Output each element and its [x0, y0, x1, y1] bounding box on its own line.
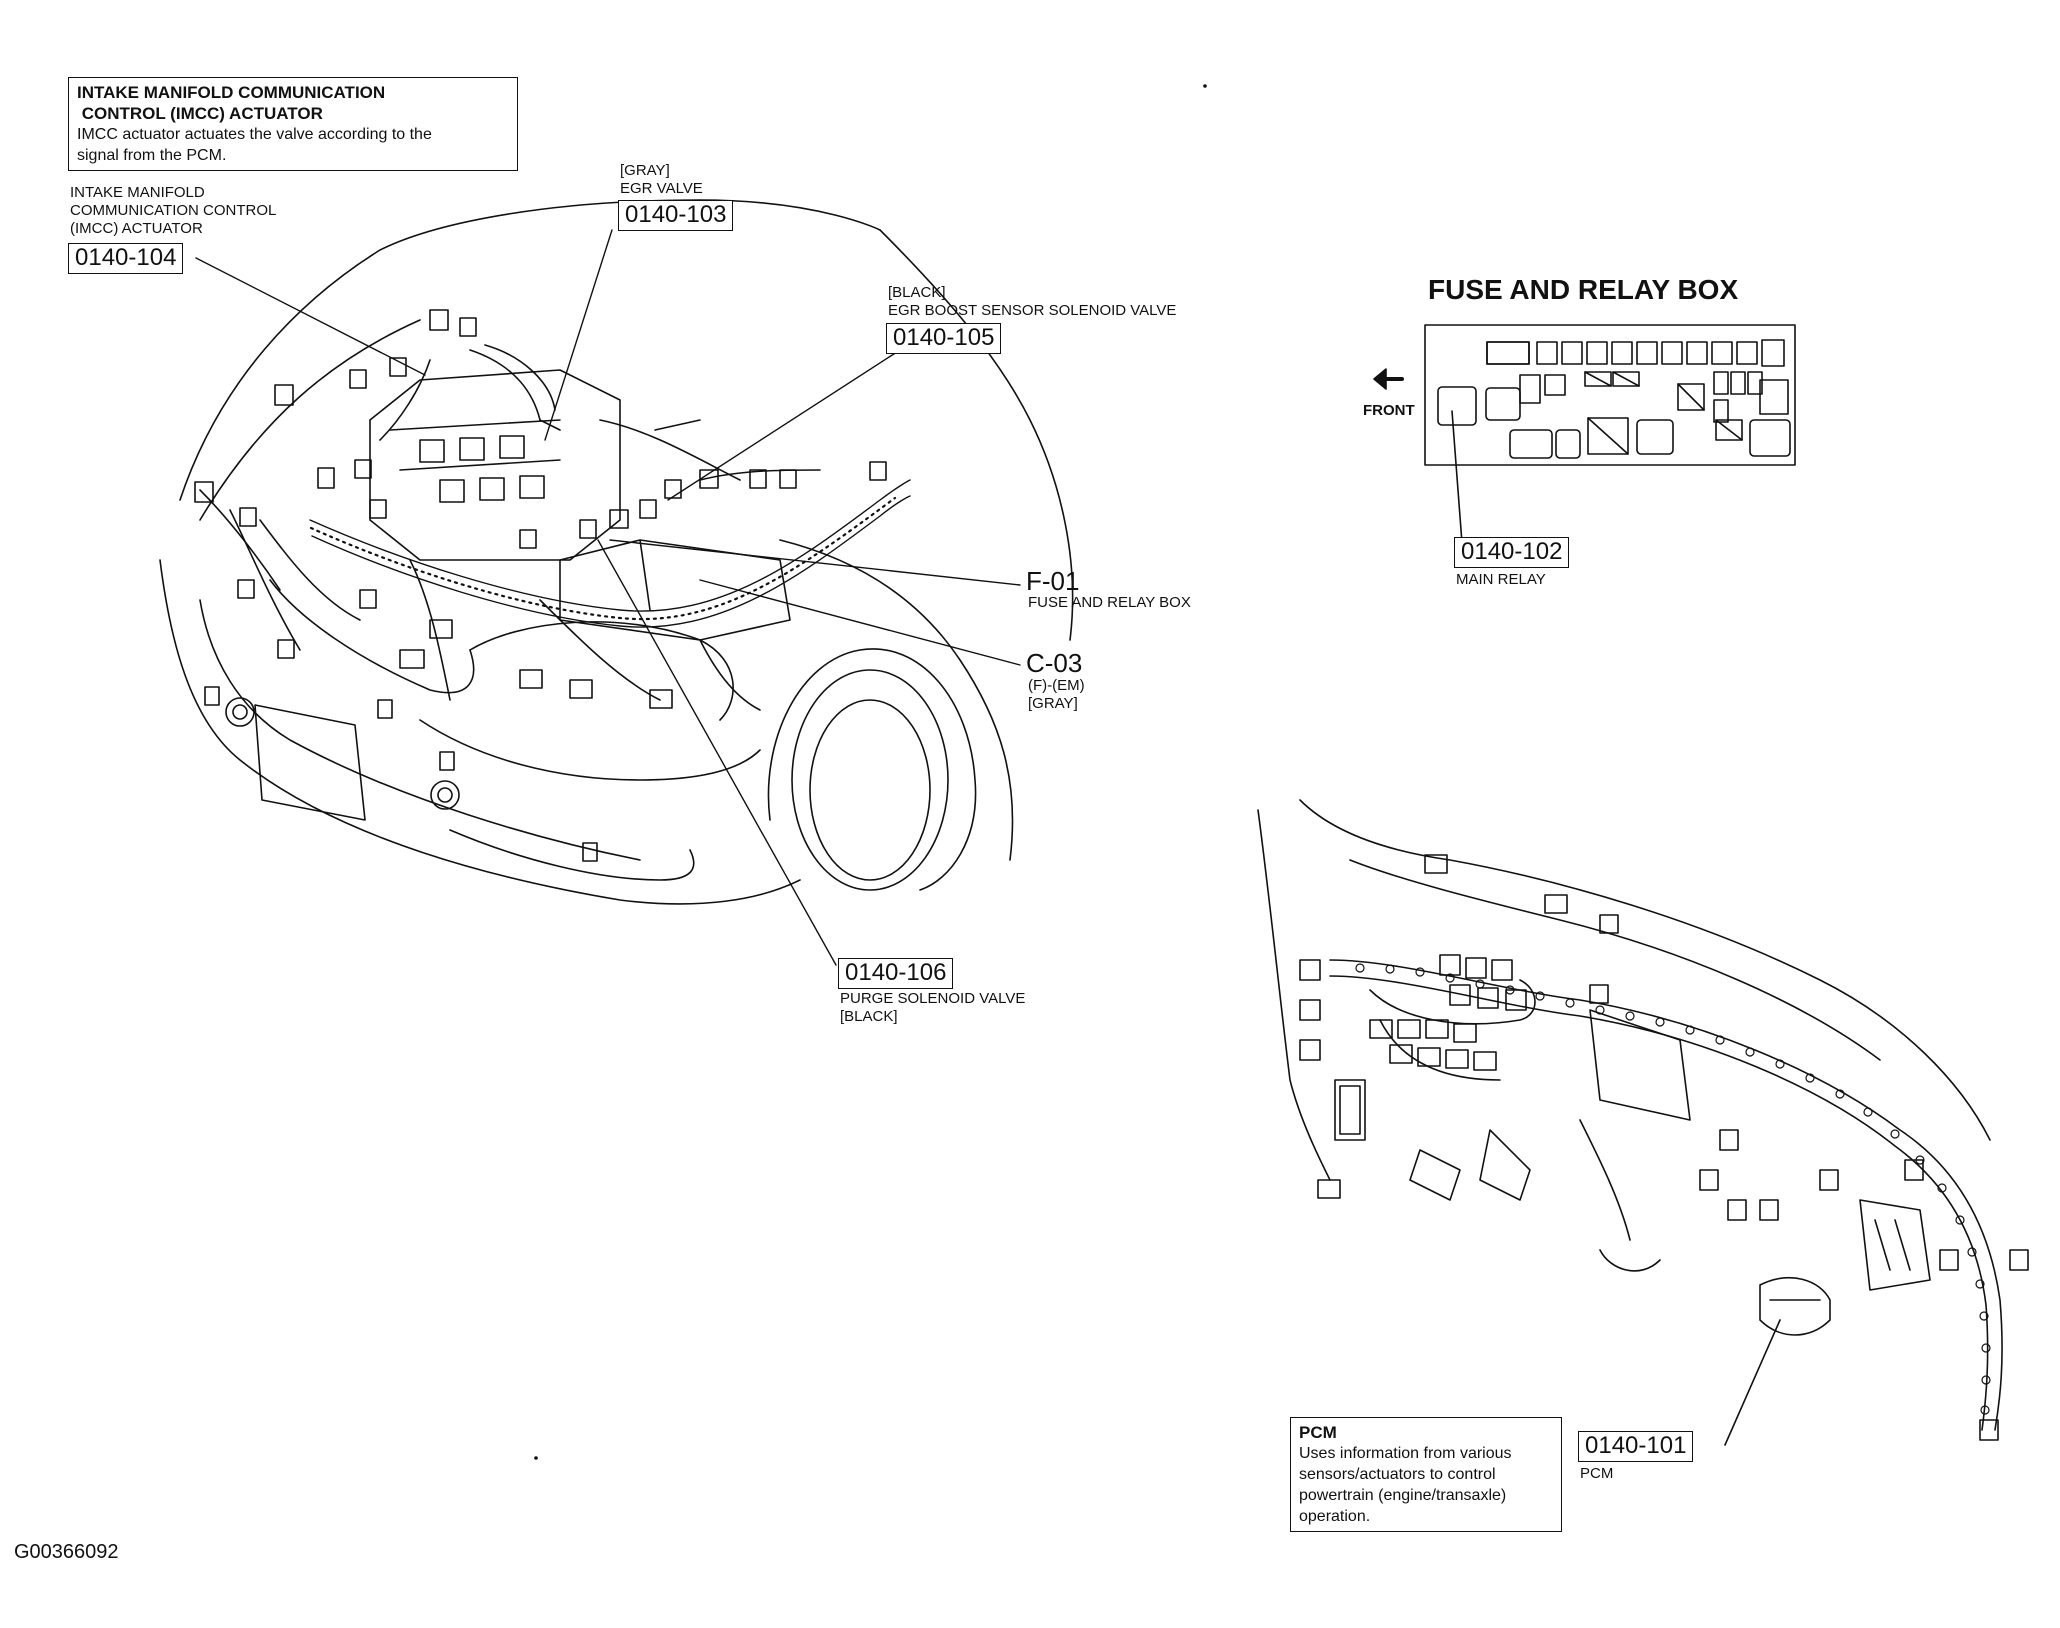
dashboard-illustration	[1257, 799, 2029, 1446]
pcm-code: 0140-101	[1578, 1431, 1694, 1462]
pcm-info-body: Uses information from various sensors/ac…	[1299, 1445, 1512, 1525]
car-front-illustration	[159, 199, 1074, 905]
pcm-name: PCM	[1580, 1465, 1614, 1482]
connector-name: (F)-(EM)	[1028, 677, 1085, 694]
connector-color: [GRAY]	[1028, 695, 1078, 712]
egr-boost-color: [BLACK]	[888, 284, 946, 301]
fuse-relay-title: FUSE AND RELAY BOX	[1428, 274, 1739, 305]
connector-code: C-03	[1026, 648, 1083, 678]
egr-valve-code: 0140-103	[618, 200, 734, 231]
purge-code: 0140-106	[838, 958, 954, 989]
egr-boost-name: EGR BOOST SENSOR SOLENOID VALVE	[888, 302, 1177, 319]
egr-valve-name: EGR VALVE	[620, 180, 703, 197]
egr-boost-code: 0140-105	[886, 323, 1002, 354]
engine-leader-lines	[195, 229, 1021, 966]
front-arrow-label: FRONT	[1363, 402, 1415, 419]
imcc-info-box: INTAKE MANIFOLD COMMUNICATION CONTROL (I…	[68, 77, 518, 171]
imcc-actuator-name: INTAKE MANIFOLD COMMUNICATION CONTROL (I…	[70, 184, 277, 237]
main-relay-name: MAIN RELAY	[1456, 571, 1546, 588]
imcc-info-body: IMCC actuator actuates the valve accordi…	[77, 126, 432, 164]
purge-name: PURGE SOLENOID VALVE	[840, 990, 1026, 1007]
fuse-relay-box-drawing	[1373, 324, 1796, 544]
imcc-info-heading: INTAKE MANIFOLD COMMUNICATION CONTROL (I…	[77, 83, 386, 123]
purge-color: [BLACK]	[840, 1008, 898, 1025]
imcc-actuator-code: 0140-104	[68, 243, 184, 274]
pcm-info-box: PCM Uses information from various sensor…	[1290, 1417, 1562, 1532]
main-relay-code: 0140-102	[1454, 537, 1570, 568]
fuse-box-code: F-01	[1026, 566, 1080, 596]
figure-id: G00366092	[14, 1541, 119, 1563]
fuse-box-name: FUSE AND RELAY BOX	[1028, 594, 1191, 611]
egr-valve-color: [GRAY]	[620, 162, 670, 179]
pcm-info-heading: PCM	[1299, 1423, 1337, 1442]
harness-beads	[1355, 963, 1991, 1415]
